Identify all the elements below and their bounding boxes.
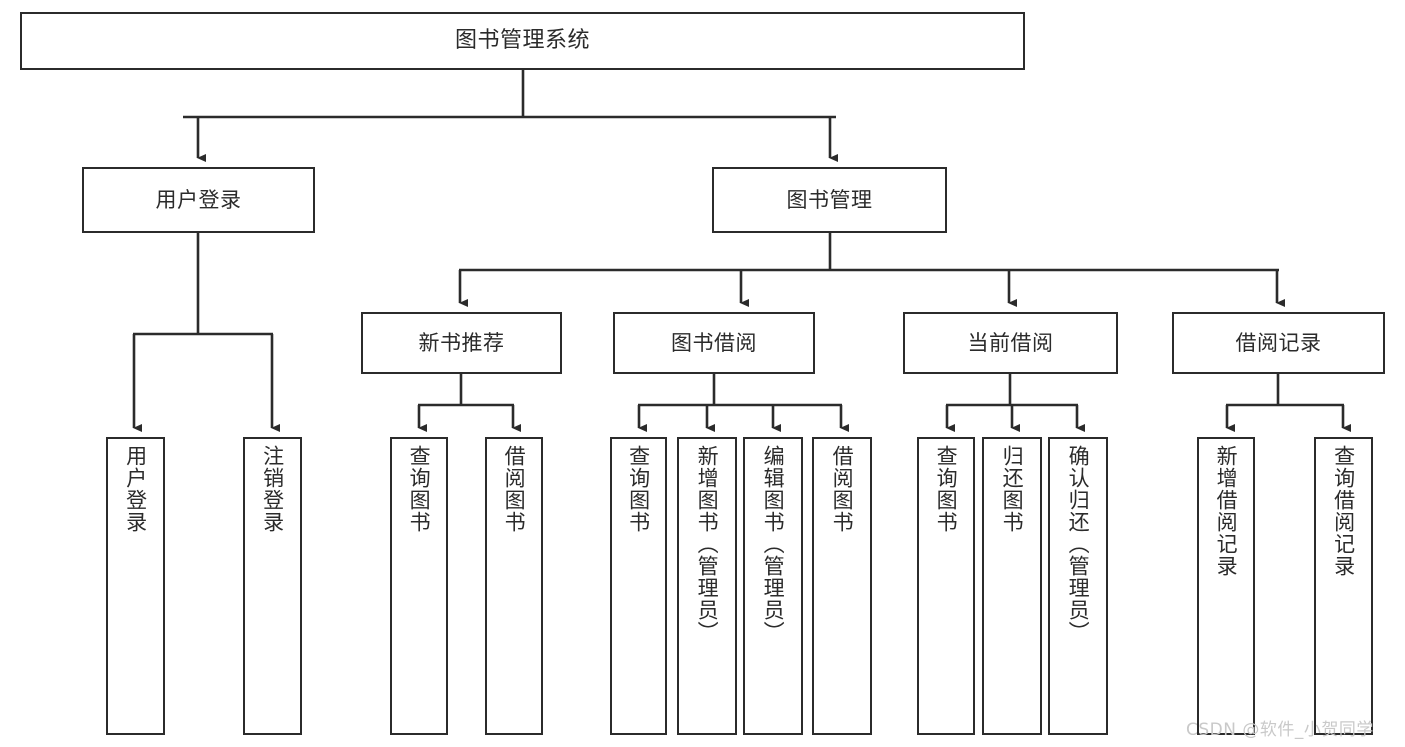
connector-book-borrow-to-leaves	[637, 374, 849, 432]
node-label: 新书推荐	[418, 330, 505, 355]
leaf-borrow-book-2[interactable]: 借阅图书	[812, 437, 872, 735]
leaf-logout[interactable]: 注销登录	[243, 437, 302, 735]
leaf-query-book-1[interactable]: 查询图书	[390, 437, 448, 735]
node-label: 当前借阅	[967, 330, 1054, 355]
csdn-watermark: CSDN @软件_小贺同学	[1186, 720, 1374, 740]
leaf-edit-book[interactable]: 编辑图书（管理员）	[743, 437, 803, 735]
leaf-confirm-return[interactable]: 确认归还（管理员）	[1048, 437, 1108, 735]
leaf-return-book[interactable]: 归还图书	[982, 437, 1042, 735]
node-label: 查询图书	[626, 445, 651, 533]
node-label: 用户登录	[155, 187, 242, 212]
connector-user-login-to-leaves	[132, 233, 280, 432]
node-borrow-record[interactable]: 借阅记录	[1172, 312, 1385, 374]
connector-current-borrow-to-leaves	[945, 374, 1085, 432]
node-label: 用户登录	[123, 445, 148, 533]
node-new-book-recommend[interactable]: 新书推荐	[361, 312, 562, 374]
node-label: 图书管理系统	[454, 28, 590, 54]
leaf-add-book[interactable]: 新增图书（管理员）	[677, 437, 737, 735]
node-user-login[interactable]: 用户登录	[82, 167, 315, 233]
node-label: 归还图书	[1000, 445, 1025, 533]
node-label: 借阅记录	[1235, 330, 1322, 355]
node-label: 借阅图书	[502, 445, 527, 533]
node-label: 确认归还（管理员）	[1066, 445, 1091, 643]
node-label: 注销登录	[260, 445, 285, 533]
connector-borrow-record-to-leaves	[1225, 374, 1351, 432]
node-book-management[interactable]: 图书管理	[712, 167, 947, 233]
node-label: 编辑图书（管理员）	[761, 445, 786, 643]
node-book-borrow[interactable]: 图书借阅	[613, 312, 815, 374]
connector-new-book-recommend-to-leaves	[417, 374, 521, 432]
node-root-book-management-system[interactable]: 图书管理系统	[20, 12, 1025, 70]
node-label: 借阅图书	[830, 445, 855, 533]
connector-root-to-level2	[183, 70, 838, 162]
leaf-query-book-2[interactable]: 查询图书	[610, 437, 667, 735]
node-label: 图书借阅	[671, 330, 757, 355]
node-label: 图书管理	[786, 187, 873, 212]
leaf-borrow-book-1[interactable]: 借阅图书	[485, 437, 543, 735]
leaf-add-record[interactable]: 新增借阅记录	[1197, 437, 1255, 735]
leaf-query-book-3[interactable]: 查询图书	[917, 437, 975, 735]
node-current-borrow[interactable]: 当前借阅	[903, 312, 1118, 374]
connector-book-management-to-level3	[458, 233, 1285, 307]
node-label: 查询图书	[407, 445, 432, 533]
node-label: 查询借阅记录	[1331, 445, 1356, 577]
leaf-user-login[interactable]: 用户登录	[106, 437, 165, 735]
node-label: 新增借阅记录	[1214, 445, 1239, 577]
leaf-query-record[interactable]: 查询借阅记录	[1314, 437, 1373, 735]
node-label: 新增图书（管理员）	[695, 445, 720, 643]
node-label: 查询图书	[934, 445, 959, 533]
